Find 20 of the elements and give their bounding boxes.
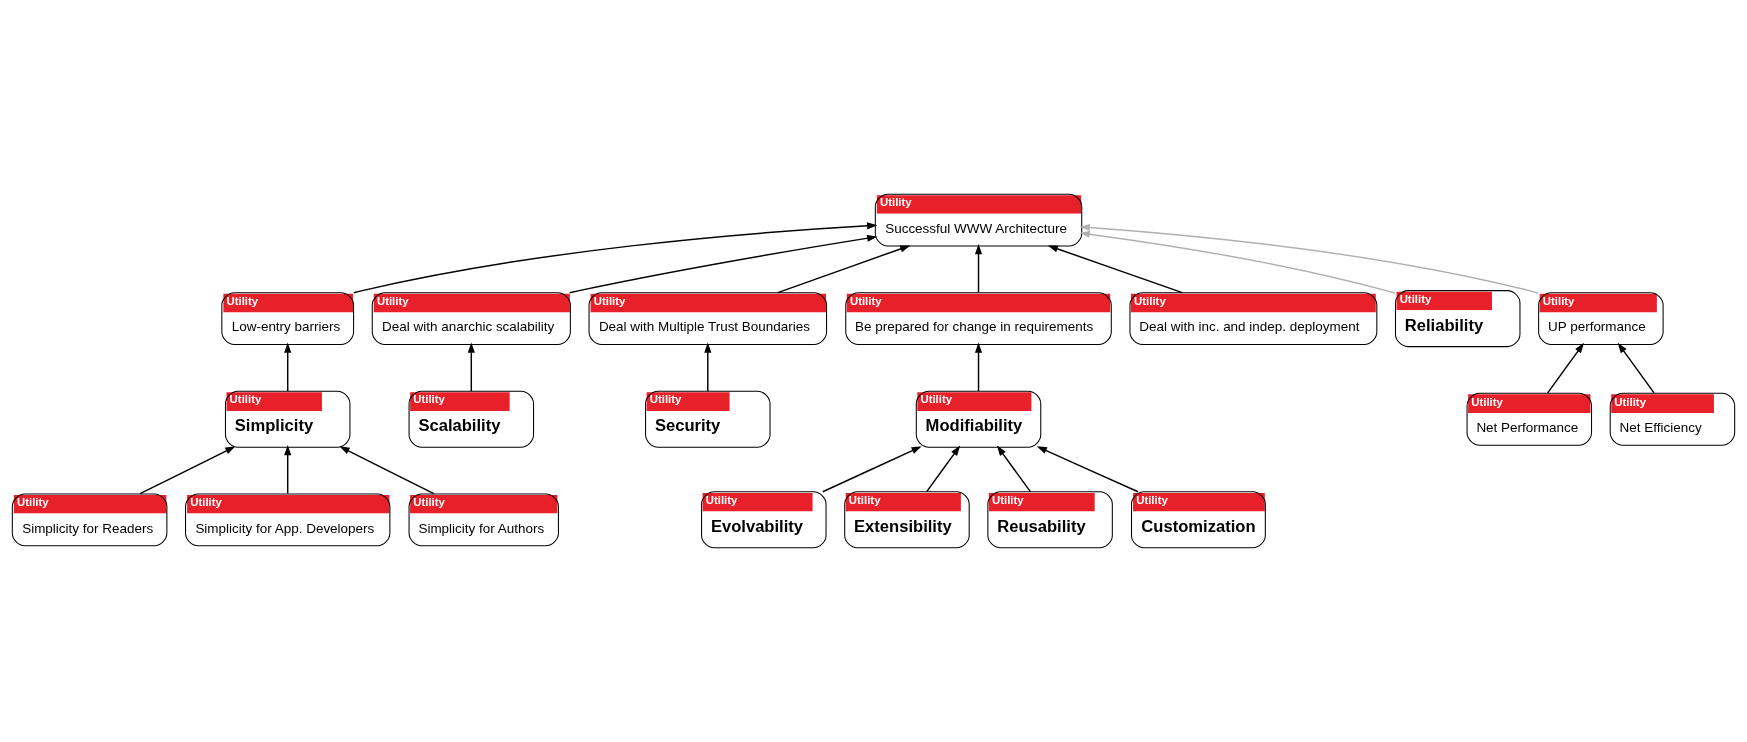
arrow	[139, 446, 236, 495]
arrow	[996, 445, 1032, 493]
arrow	[1036, 446, 1139, 493]
arrow	[569, 234, 878, 294]
arrow	[284, 342, 292, 392]
arrow	[284, 445, 292, 495]
arrow	[1547, 342, 1585, 394]
arrow	[1617, 342, 1655, 394]
arrow	[339, 446, 435, 495]
arrow	[353, 222, 878, 294]
arrow	[467, 342, 475, 392]
arrow	[974, 342, 983, 392]
arrow	[925, 445, 961, 493]
arrow	[1047, 245, 1183, 294]
arrow	[704, 342, 712, 392]
arrow	[822, 446, 922, 493]
arrow	[1079, 223, 1539, 294]
arrow	[777, 245, 911, 294]
arrow	[1079, 230, 1396, 294]
arrow	[974, 244, 983, 293]
